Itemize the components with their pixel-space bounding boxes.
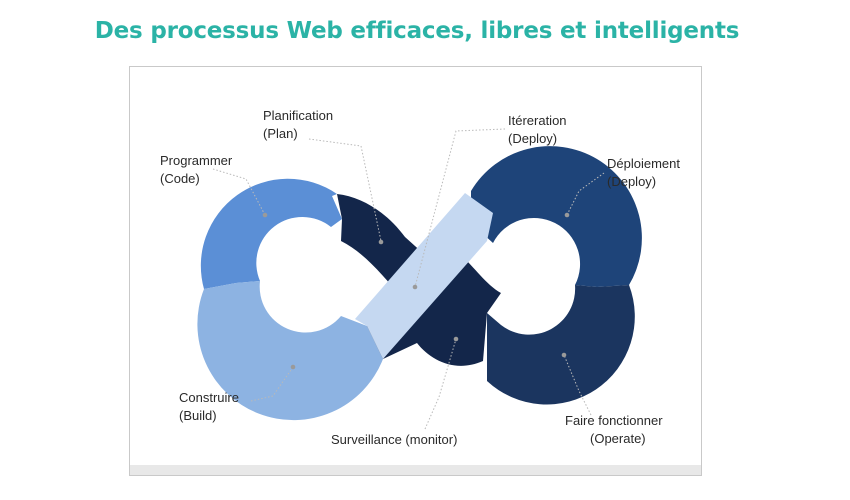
label-plan-sub: (Plan) — [263, 126, 298, 141]
label-operate-sub: (Operate) — [590, 431, 646, 446]
label-deploy-name: Déploiement — [607, 156, 680, 171]
segment-build — [197, 281, 383, 421]
label-monitor-name: Surveillance (monitor) — [331, 432, 457, 447]
segment-operate — [487, 285, 635, 405]
devops-infinity-diagram: Planification (Plan) Programmer (Code) C… — [160, 108, 680, 447]
leader-lines — [212, 128, 605, 430]
segment-iterate — [355, 193, 493, 359]
label-code-name: Programmer — [160, 153, 233, 168]
label-build-name: Construire — [179, 390, 239, 405]
label-deploy-sub: (Deploy) — [607, 174, 656, 189]
label-build-sub: (Build) — [179, 408, 217, 423]
label-plan-name: Planification — [263, 108, 333, 123]
label-code-sub: (Code) — [160, 171, 200, 186]
label-iterate-name: Itéreration — [508, 113, 567, 128]
label-operate-name: Faire fonctionner — [565, 413, 663, 428]
slide-footer-bar — [130, 465, 701, 475]
page-title: Des processus Web efficaces, libres et i… — [94, 18, 740, 44]
label-iterate-sub: (Deploy) — [508, 131, 557, 146]
segment-deploy — [471, 146, 642, 287]
segment-code — [200, 178, 342, 289]
diagram-slide: Planification (Plan) Programmer (Code) C… — [129, 66, 702, 476]
